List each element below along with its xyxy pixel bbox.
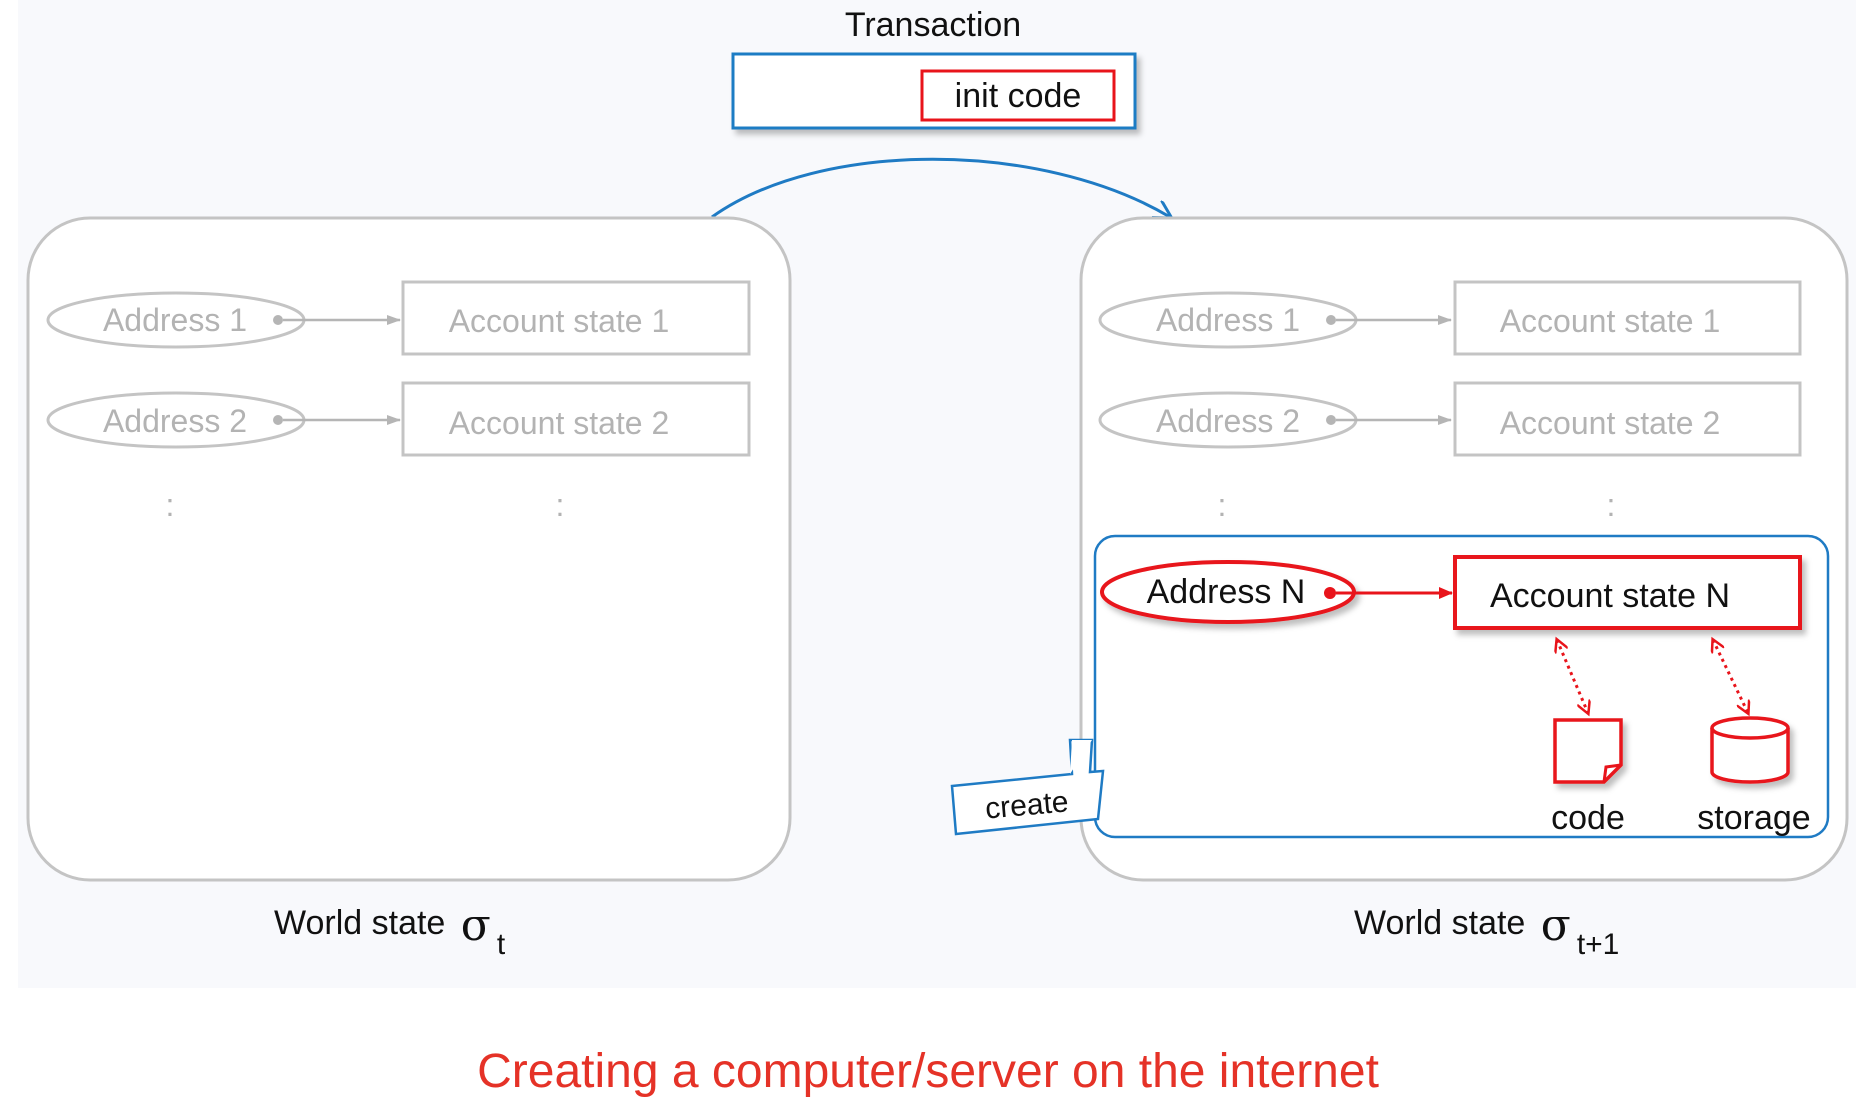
ellipsis-left: : <box>1218 487 1227 523</box>
account-state-2-label: Account state 2 <box>449 405 670 441</box>
init-code-box <box>920 69 1116 122</box>
code-label: code <box>1551 799 1625 837</box>
address-2-label: Address 2 <box>103 403 247 439</box>
ellipsis-right: : <box>556 487 565 523</box>
slide-caption: Creating a computer/server on the intern… <box>477 1045 1379 1098</box>
account-state-2-box <box>1453 381 1802 457</box>
account-state-n-box <box>1453 555 1802 630</box>
ellipsis-left: : <box>166 487 175 523</box>
account-state-1-label: Account state 1 <box>1500 303 1721 339</box>
create-label: create <box>984 785 1070 825</box>
world-state-left: Address 1 Account state 1 Address 2 Acco… <box>26 216 792 961</box>
world-state-transition-diagram: Transaction init code Address 1 Account … <box>26 6 1849 961</box>
address-n-label: Address N <box>1147 573 1306 611</box>
account-state-1-label: Account state 1 <box>449 303 670 339</box>
account-state-2-label: Account state 2 <box>1500 405 1721 441</box>
address-1-label: Address 1 <box>103 302 247 338</box>
account-state-1-box <box>401 280 751 356</box>
address-1-label: Address 1 <box>1156 302 1300 338</box>
transaction-title: Transaction <box>845 6 1021 44</box>
init-code-label: init code <box>955 77 1082 115</box>
create-callout: create <box>950 738 1105 836</box>
transition-arrow <box>711 157 1170 217</box>
account-state-n-label: Account state N <box>1490 577 1730 615</box>
storage-label: storage <box>1697 799 1810 837</box>
ellipsis-right: : <box>1607 487 1616 523</box>
account-state-2-box <box>401 381 751 457</box>
account-state-1-box <box>1453 280 1802 356</box>
world-state-right: Address 1 Account state 1 Address 2 Acco… <box>950 216 1849 961</box>
address-2-label: Address 2 <box>1156 403 1300 439</box>
transaction: Transaction init code <box>731 6 1137 130</box>
code-document-icon <box>1553 718 1623 784</box>
storage-cylinder-icon <box>1710 716 1790 784</box>
